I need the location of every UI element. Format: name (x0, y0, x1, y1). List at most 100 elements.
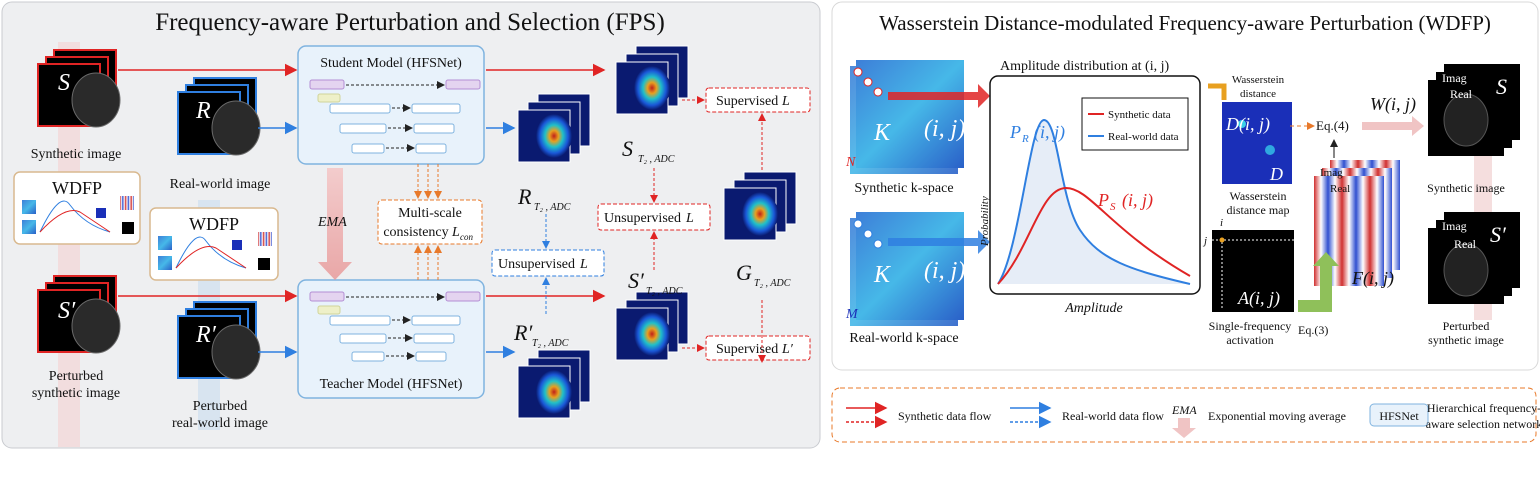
multiscale-consistency-box (377, 199, 483, 245)
teacher-model-label: Teacher Model (HFSNet) (320, 377, 463, 392)
perturbed-synthetic-label-2: synthetic image (32, 386, 120, 401)
legend-synthetic: Synthetic data (1108, 109, 1171, 121)
D-label: D (1269, 164, 1283, 184)
legend-box (831, 387, 1537, 443)
supervised-label-1: Supervised (716, 94, 778, 109)
fps-title: Frequency-aware Perturbation and Selecti… (155, 9, 665, 36)
N-label: N (845, 155, 856, 170)
wd-map-spot-2 (1265, 145, 1275, 155)
real-kspace-label: Real-world k-space (849, 331, 958, 346)
sub-S-T2ADC: T₂ , ADC (638, 154, 675, 165)
loss-sup: L (781, 94, 790, 109)
PR-sub: R (1021, 133, 1029, 145)
sub-G-T2ADC: T₂ , ADC (754, 278, 791, 289)
teacher-real-output-stack (517, 349, 591, 419)
syn-kspace-arrow (888, 84, 990, 108)
legend-real-flow-icon (1010, 401, 1052, 429)
loss-con-sub: con (460, 232, 473, 242)
output-synthetic-stack (1428, 64, 1520, 156)
wdfp-label-1: WDFP (52, 178, 102, 198)
synthetic-kspace-label: Synthetic k-space (854, 181, 953, 196)
loss-arrows (542, 96, 766, 363)
out-S-prime: S′ (1490, 222, 1507, 247)
unsup-real-label: Unsupervised (498, 257, 575, 272)
PR-label: P (1009, 122, 1021, 142)
D-ij-label: D(i, j) (1225, 114, 1270, 135)
loss-un-real: L (579, 257, 588, 272)
loss-sup-prime: L′ (781, 342, 794, 357)
loss-un-sym: L (685, 211, 694, 226)
teacher-synthetic-output-stack (615, 291, 689, 361)
wave-imag: Imag (1320, 167, 1343, 179)
legend-real-flow: Real-world data flow (1062, 409, 1164, 423)
consistency-label-1: Multi-scale (398, 206, 462, 221)
wdfp-title: Wasserstein Distance-modulated Frequency… (879, 11, 1491, 35)
amp-dist-title: Amplitude distribution at (i, j) (1000, 59, 1169, 74)
symbol-S-prime-T2ADC: S′ (628, 268, 645, 293)
single-frequency-activation (1212, 230, 1294, 312)
legend-synthetic-flow-icon (846, 401, 888, 429)
symbol-R: R (195, 98, 211, 124)
out-perturbed-label-2: synthetic image (1428, 333, 1504, 347)
real-kspace-arrow (888, 230, 990, 254)
sfa-i: i (1220, 217, 1223, 229)
sfa-label-1: Single-frequency (1209, 319, 1292, 333)
plot-legend (1081, 97, 1189, 151)
symbol-S: S (58, 70, 70, 96)
wd-map-spot-1 (1238, 120, 1246, 128)
wd-map-label-2: distance map (1227, 203, 1290, 217)
legend-ema-arrow (1172, 418, 1196, 438)
out-S: S (1496, 74, 1507, 99)
PS-ij: (i, j) (1122, 190, 1153, 211)
eq3-label: Eq.(3) (1298, 323, 1328, 337)
ema-label: EMA (317, 215, 347, 230)
sfa-label-2: activation (1226, 333, 1273, 347)
legend-real: Real-world data (1108, 131, 1179, 143)
wdfp-box-real (149, 207, 279, 281)
eq3-arrow (1298, 252, 1339, 312)
legend-ema-desc: Exponential moving average (1208, 409, 1346, 423)
out-perturbed-label-1: Perturbed (1443, 319, 1490, 333)
unsupervised-syn-loss-box (597, 203, 711, 231)
A-ij-label: A(i, j) (1237, 288, 1280, 309)
wave-real: Real (1330, 183, 1350, 195)
symbol-R-prime: R′ (195, 322, 217, 348)
real-world-image-label: Real-world image (170, 177, 271, 192)
sfa-point (1219, 237, 1225, 243)
K-symbol-syn: K (873, 120, 892, 146)
out-real-1: Real (1450, 87, 1473, 101)
K-ij-real: (i, j) (924, 258, 965, 284)
legend-ema: EMA (1171, 403, 1197, 417)
symbol-R-prime-T2ADC: R′ (513, 320, 533, 345)
symbol-R-T2ADC: R (517, 184, 532, 209)
eq4-to-output-arrow (1362, 116, 1424, 136)
sub-Rp-T2ADC: T₂ , ADC (532, 338, 569, 349)
PS-label: P (1097, 190, 1109, 210)
perturbed-real-stack (177, 301, 261, 380)
legend-hfsnet-desc-1: Hierarchical frequency- (1427, 401, 1540, 415)
out-imag-2: Imag (1442, 219, 1467, 233)
x-axis-label: Amplitude (1064, 301, 1123, 316)
W-ij-label: W(i, j) (1370, 94, 1416, 115)
output-perturbed-stack (1428, 212, 1520, 304)
wasserstein-distance-map (1222, 102, 1292, 184)
y-axis-label: Probability (979, 196, 991, 247)
F-ij-label: F(i, j) (1351, 268, 1394, 289)
perturbed-real-label-1: Perturbed (193, 399, 247, 414)
PS-sub: S (1110, 201, 1116, 213)
ema-arrow (318, 168, 352, 280)
synthetic-image-label: Synthetic image (31, 147, 122, 162)
real-kspace-stack (850, 212, 964, 326)
consistency-arrows (414, 164, 442, 280)
student-model-label: Student Model (HFSNet) (320, 56, 462, 71)
out-imag-1: Imag (1442, 71, 1467, 85)
eq4-label: Eq.(4) (1316, 118, 1349, 133)
sfa-j: j (1202, 235, 1207, 247)
supervised-loss-box (705, 87, 811, 113)
wdfp-box-synthetic (13, 171, 141, 245)
wd-label-1: Wasserstein (1232, 74, 1285, 86)
real-distribution-curve (997, 118, 1191, 285)
perturbed-synthetic-stack (37, 275, 121, 354)
symbol-S-prime: S′ (58, 298, 76, 324)
